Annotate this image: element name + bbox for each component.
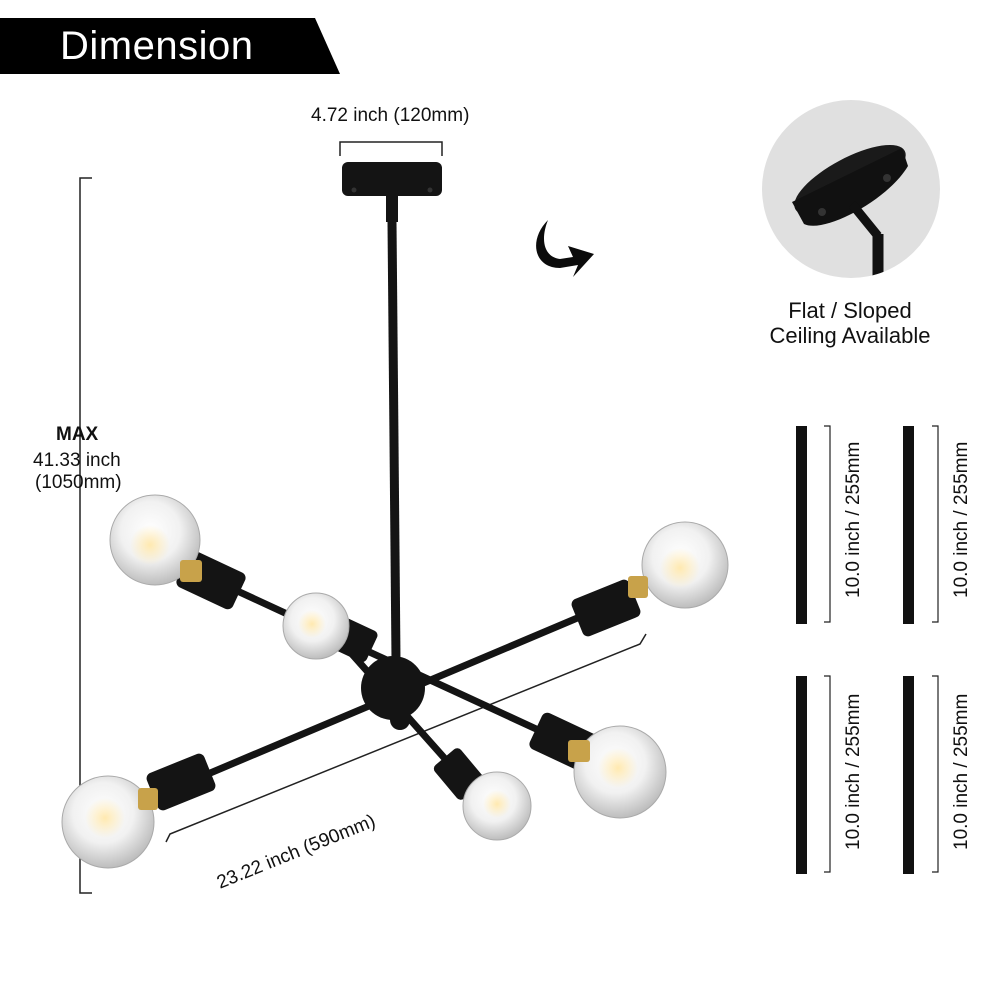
canopy-width-bracket xyxy=(339,141,443,156)
span-bracket xyxy=(165,633,647,843)
max-height-mm: (1050mm) xyxy=(35,472,122,493)
canopy xyxy=(342,162,442,222)
extension-rods xyxy=(796,425,939,874)
rod1-label: 10.0 inch / 255mm xyxy=(843,441,864,598)
down-rod xyxy=(387,221,401,661)
max-height-inch: 41.33 inch xyxy=(33,450,121,471)
rod3-label: 10.0 inch / 255mm xyxy=(843,693,864,850)
ceiling-line2: Ceiling Available xyxy=(769,323,931,348)
sloped-canopy-illustration xyxy=(792,145,908,278)
canopy-width-label: 4.72 inch (120mm) xyxy=(311,105,470,126)
max-height-bracket xyxy=(79,177,92,894)
bulbs xyxy=(61,494,729,869)
center-hub xyxy=(361,656,425,720)
sloped-ceiling-detail xyxy=(762,100,940,278)
dimension-banner: Dimension xyxy=(0,18,340,74)
rod4-label: 10.0 inch / 255mm xyxy=(951,693,972,850)
rod2-label: 10.0 inch / 255mm xyxy=(951,441,972,598)
curved-arrow-icon xyxy=(536,220,594,277)
max-label: MAX xyxy=(56,424,99,445)
banner-shape xyxy=(0,18,340,74)
ceiling-line1: Flat / Sloped xyxy=(788,298,912,323)
banner-title: Dimension xyxy=(60,24,254,68)
